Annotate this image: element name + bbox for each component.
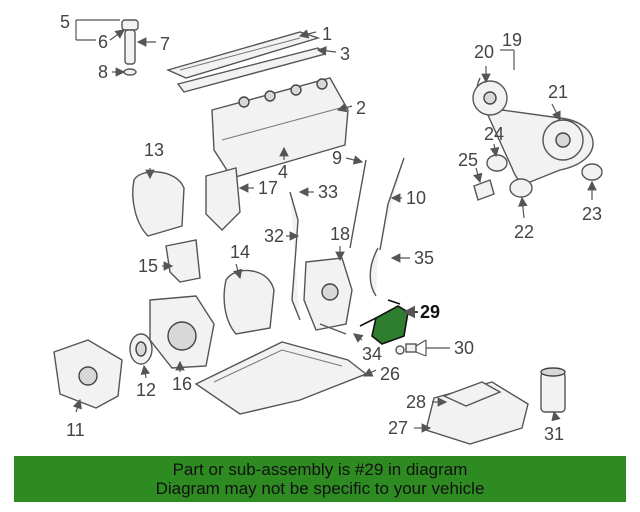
callout-labels: 1 2 3 4 5 6 7 8 9 10 11 12 13 14 15 16 1…: [60, 12, 602, 444]
rear-timing-plate-part: [303, 257, 353, 331]
callout-34: 34: [362, 344, 382, 364]
callout-5: 5: [60, 12, 70, 32]
callout-9: 9: [332, 148, 342, 168]
callout-29: 29: [420, 302, 440, 322]
oil-pan-lower-part: [425, 381, 529, 445]
callout-32: 32: [264, 226, 284, 246]
callout-1: 1: [322, 24, 332, 44]
callout-35: 35: [414, 248, 434, 268]
callout-20: 20: [474, 42, 494, 62]
callout-11: 11: [66, 420, 85, 440]
callout-3: 3: [340, 44, 350, 64]
callout-31: 31: [544, 424, 564, 444]
banner-line-1: Part or sub-assembly is #29 in diagram: [172, 460, 468, 479]
oil-pan-upper-part: [194, 341, 368, 415]
callout-7: 7: [160, 34, 170, 54]
callout-6: 6: [98, 32, 108, 52]
timing-covers-part: [132, 167, 275, 369]
callout-24: 24: [484, 124, 504, 144]
callout-25: 25: [458, 150, 478, 170]
callout-27: 27: [388, 418, 408, 438]
callout-17: 17: [258, 178, 278, 198]
callout-4: 4: [278, 162, 288, 182]
oil-filter-part: [540, 367, 566, 413]
callout-12: 12: [136, 380, 156, 400]
callout-28: 28: [406, 392, 426, 412]
oil-hoses-part: [319, 247, 379, 335]
oil-pump-part: [53, 339, 123, 409]
callout-8: 8: [98, 62, 108, 82]
callout-30: 30: [454, 338, 474, 358]
callout-19: 19: [502, 30, 522, 50]
timing-belt-part: [472, 77, 594, 184]
dipstick-tubes-part: [289, 157, 405, 321]
callout-18: 18: [330, 224, 350, 244]
callout-23: 23: [582, 204, 602, 224]
valve-cover-part: [165, 31, 327, 93]
banner-line-2: Diagram may not be specific to your vehi…: [155, 479, 485, 498]
callout-21: 21: [548, 82, 568, 102]
callout-33: 33: [318, 182, 338, 202]
callout-14: 14: [230, 242, 250, 262]
info-banner: Part or sub-assembly is #29 in diagram D…: [14, 456, 626, 502]
cylinder-head-part: [211, 77, 349, 179]
callout-10: 10: [406, 188, 426, 208]
oil-cooler-highlighted-part: [359, 299, 409, 345]
callout-13: 13: [144, 140, 164, 160]
callout-16: 16: [172, 374, 192, 394]
oil-filler-neck-part: [121, 19, 139, 76]
callout-2: 2: [356, 98, 366, 118]
callout-15: 15: [138, 256, 158, 276]
idler-pulleys-part: [473, 154, 603, 201]
crank-pulley-part: [129, 333, 153, 365]
callout-26: 26: [380, 364, 400, 384]
exploded-parts-diagram: 1 2 3 4 5 6 7 8 9 10 11 12 13 14 15 16 1…: [53, 12, 603, 445]
callout-22: 22: [514, 222, 534, 242]
oil-sensor-part: [395, 343, 417, 355]
leader-lines: [72, 19, 597, 433]
